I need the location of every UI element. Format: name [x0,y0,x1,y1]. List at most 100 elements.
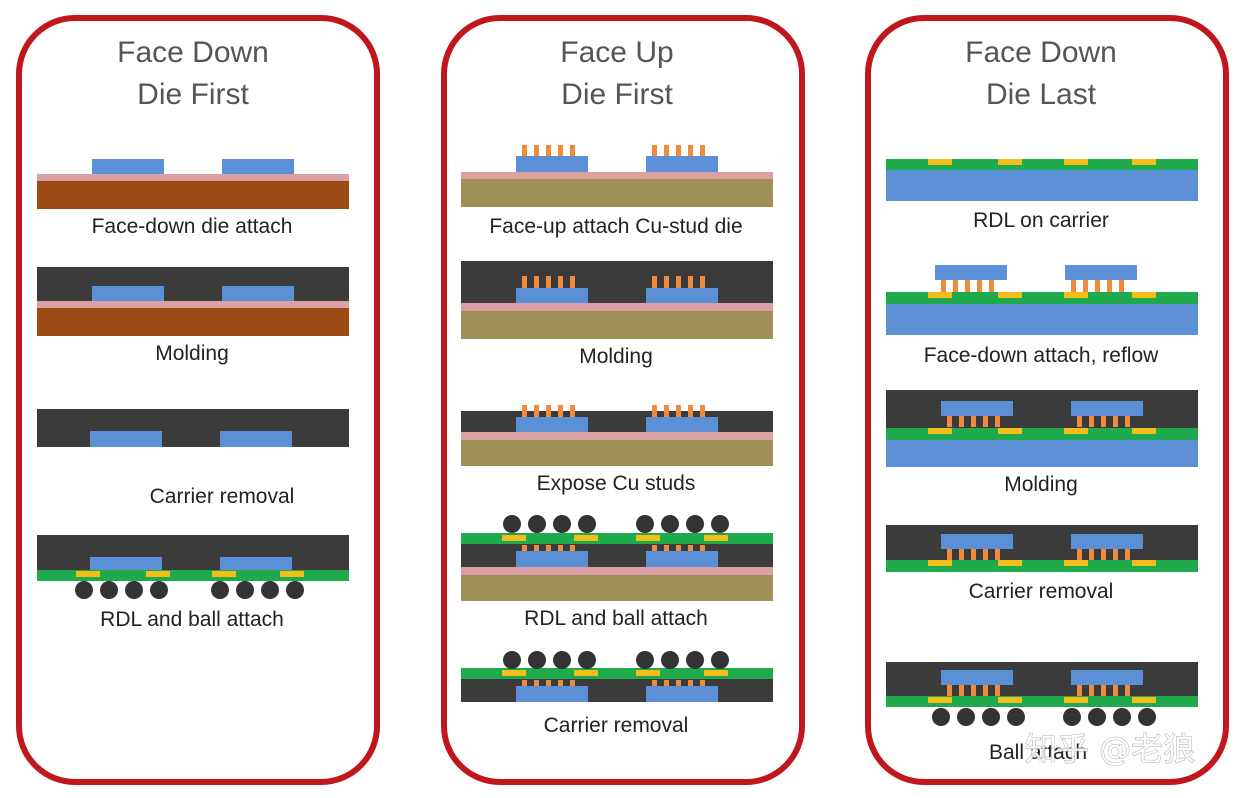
step-caption: Molding [1004,473,1078,496]
die [935,265,1007,280]
solder-ball [528,651,546,669]
rdl-pad [928,560,952,566]
solder-ball [100,581,118,599]
die [1071,670,1143,685]
mold-compound [461,411,773,432]
solder-ball [957,708,975,726]
adhesive-layer [37,301,349,308]
step-rdl-and-ball-attach: RDL and ball attach [37,535,349,631]
solder-ball [1113,708,1131,726]
die [222,286,294,301]
rdl-pad [1132,159,1156,165]
carrier [886,440,1198,467]
rdl-pad [502,535,526,541]
panel-title-line2: Die Last [986,78,1097,111]
step-molding: Molding [461,261,773,368]
die [516,417,588,432]
rdl-pad [636,535,660,541]
step-molding: Molding [37,267,349,365]
mold-compound [37,267,349,301]
solder-ball [1063,708,1081,726]
solder-ball [636,515,654,533]
rdl-pad [704,670,728,676]
rdl-pad [998,159,1022,165]
solder-ball [932,708,950,726]
rdl-pad [1064,292,1088,298]
mold-compound [37,535,349,570]
cu-studs [941,280,1124,292]
solder-ball [686,515,704,533]
carrier [461,575,773,601]
rdl-pad [1064,428,1088,434]
solder-ball [125,581,143,599]
solder-ball [1138,708,1156,726]
solder-ball [528,515,546,533]
carrier [37,308,349,336]
rdl-pad [212,571,236,577]
solder-ball [661,651,679,669]
panel-title-line1: Face Down [965,36,1117,69]
mold-compound [461,544,773,567]
solder-ball [661,515,679,533]
cu-studs [522,145,705,156]
step-caption: Molding [155,342,229,365]
mold-compound [37,409,349,447]
step-expose-cu-studs: Expose Cu studs [461,405,773,495]
panel-face-up-die-first: Face Up Die First Face-up attach Cu-stud… [441,15,805,785]
panel-title-line1: Face Down [117,36,269,69]
cu-studs [947,416,1130,427]
adhesive-layer [461,432,773,440]
rdl-pad [574,670,598,676]
rdl-pad [1132,697,1156,703]
die [90,431,162,447]
die [220,431,292,447]
die [1071,401,1143,416]
step-caption: Carrier removal [150,485,295,508]
step-caption: Face-up attach Cu-stud die [489,215,742,238]
die [220,557,292,570]
step-caption: Molding [579,345,653,368]
panel-frame [865,15,1229,785]
carrier [461,179,773,207]
step-face-down-attach-reflow: Face-down attach, reflow [886,265,1198,367]
step-face-down-die-attach: Face-down die attach [37,159,349,238]
rdl-layer [886,428,1198,440]
panel-face-down-die-first: Face Down Die First Face-down die attach… [16,15,380,785]
mold-compound [886,662,1198,696]
rdl-pad [998,560,1022,566]
adhesive-layer [461,303,773,311]
die [1071,534,1143,549]
rdl-pad [928,292,952,298]
solder-ball [686,651,704,669]
watermark: 知乎 @老狼 [1025,730,1195,768]
rdl-pad [998,292,1022,298]
panel-title-line2: Die First [561,78,673,111]
die [941,670,1013,685]
rdl-pad [636,670,660,676]
die [516,288,588,303]
solder-ball [553,651,571,669]
solder-ball [261,581,279,599]
carrier [461,440,773,466]
step-carrier-removal: Carrier removal [37,409,349,508]
die [941,401,1013,416]
die [516,551,588,567]
die [1065,265,1137,280]
carrier [37,181,349,209]
die [646,686,718,702]
die [646,156,718,172]
step-molding: Molding [886,390,1198,496]
die [646,551,718,567]
cu-studs [522,545,705,551]
panel-frame [441,15,805,785]
rdl-pad [76,571,100,577]
cu-studs [522,405,705,417]
rdl-pad [502,670,526,676]
carrier [461,311,773,339]
rdl-layer [886,292,1198,304]
solder-ball [553,515,571,533]
solder-ball [1088,708,1106,726]
rdl-layer [37,570,349,581]
panel-face-down-die-last: Face Down Die Last RDL on carrier [865,15,1229,785]
rdl-pad [928,159,952,165]
